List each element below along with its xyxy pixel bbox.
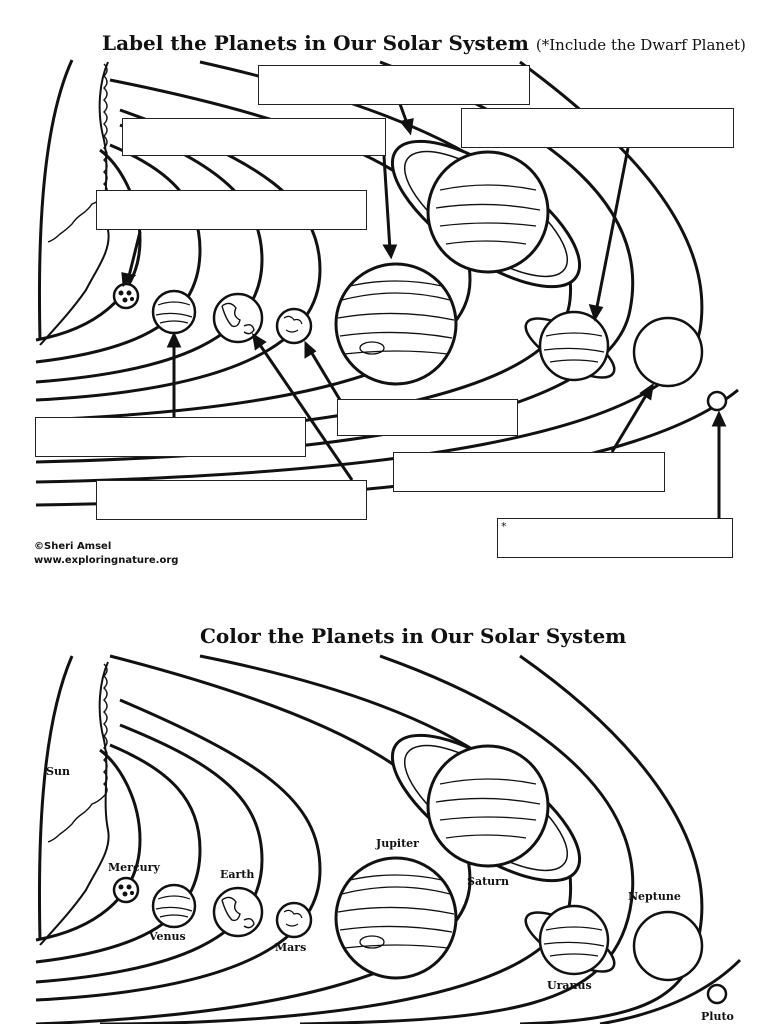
orbit-mercury xyxy=(35,148,142,342)
color-worksheet-title: Color the Planets in Our Solar System xyxy=(200,624,627,648)
label-saturn: Saturn xyxy=(467,875,509,888)
arrow-uranus xyxy=(594,147,630,313)
arrow-earth xyxy=(256,341,354,481)
arrow-neptune xyxy=(610,391,650,453)
orbit-venus xyxy=(35,143,202,364)
neptune-planet xyxy=(632,316,704,388)
label-box-mercury[interactable] xyxy=(96,190,367,230)
arrow-mercury xyxy=(126,231,142,281)
saturn-planet-2 xyxy=(426,744,550,868)
uranus-planet-2 xyxy=(538,904,610,976)
label-box-venus[interactable] xyxy=(35,417,306,457)
mercury-planet-2 xyxy=(112,876,140,904)
dwarf-planet-marker: * xyxy=(501,520,507,533)
label-jupiter: Jupiter xyxy=(376,837,419,850)
jupiter-planet-2 xyxy=(334,856,458,980)
sun-outline xyxy=(37,59,74,341)
label-mars: Mars xyxy=(275,941,307,954)
label-box-neptune[interactable] xyxy=(393,452,665,492)
label-neptune: Neptune xyxy=(628,890,681,903)
label-worksheet-title: Label the Planets in Our Solar System (*… xyxy=(102,31,746,55)
label-worksheet-title-text: Label the Planets in Our Solar System xyxy=(102,31,529,55)
orbit-earth xyxy=(35,123,264,384)
label-mercury: Mercury xyxy=(108,861,160,874)
label-box-saturn[interactable] xyxy=(258,65,530,105)
pluto-planet xyxy=(706,390,728,412)
arrow-jupiter xyxy=(382,155,392,251)
arrow-mars xyxy=(308,349,342,401)
venus-planet-2 xyxy=(151,883,197,929)
label-earth: Earth xyxy=(220,868,255,881)
jupiter-planet xyxy=(334,262,458,386)
label-uranus: Uranus xyxy=(547,979,592,992)
label-box-uranus[interactable] xyxy=(461,108,734,148)
neptune-planet-2 xyxy=(632,910,704,982)
orbit-mars xyxy=(35,108,322,402)
label-box-mars[interactable] xyxy=(337,399,518,436)
uranus-planet xyxy=(538,310,610,382)
credit-author: ©Sheri Amsel xyxy=(34,541,112,552)
label-venus: Venus xyxy=(149,930,186,943)
pluto-planet-2 xyxy=(706,983,728,1005)
label-worksheet-subtitle: (*Include the Dwarf Planet) xyxy=(535,36,746,54)
mars-planet-2 xyxy=(275,901,313,939)
label-box-earth[interactable] xyxy=(96,480,367,520)
label-sun: Sun xyxy=(46,765,70,778)
label-pluto: Pluto xyxy=(701,1010,734,1023)
label-box-pluto[interactable]: * xyxy=(497,518,733,558)
credit-url: www.exploringnature.org xyxy=(34,555,179,566)
sun-outline-2 xyxy=(37,655,74,941)
label-box-jupiter[interactable] xyxy=(122,118,386,156)
